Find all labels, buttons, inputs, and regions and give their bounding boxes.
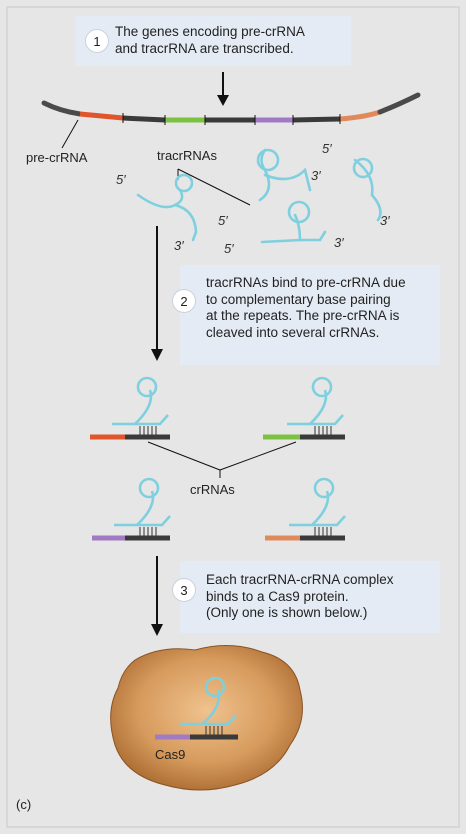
arrow-step1 (217, 72, 229, 106)
step-1-text: The genes encoding pre-crRNA and tracrRN… (115, 24, 305, 56)
pre-crrna-strand (41, 92, 421, 125)
step-2-text: tracrRNAs bind to pre-crRNA due to compl… (206, 275, 406, 340)
pre-crrna-label: pre-crRNA (26, 150, 88, 165)
crrnas-bracket (147, 441, 297, 478)
arrow-step2 (151, 226, 163, 361)
five-prime-label: 5′ (322, 141, 332, 156)
cas9-label: Cas9 (155, 747, 186, 762)
step-2-number: 2 (172, 289, 196, 313)
crrna-complex-purple (92, 477, 171, 541)
five-prime-label: 5′ (224, 241, 234, 256)
three-prime-label: 3′ (334, 235, 344, 250)
step-1-box: 1 The genes encoding pre-crRNA and tracr… (75, 16, 351, 66)
crrna-complex-green (263, 376, 345, 440)
three-prime-label: 3′ (311, 168, 321, 183)
tracrrna-leaders (177, 168, 251, 206)
cas9-protein (110, 644, 303, 791)
arrow-step3 (151, 556, 163, 636)
crrnas-label: crRNAs (190, 482, 235, 497)
step-1-number: 1 (85, 29, 109, 53)
tracrrnas-label: tracrRNAs (157, 148, 217, 163)
crrna-complex-orange (90, 376, 170, 440)
crrna-complex-pale-orange (265, 477, 346, 541)
tracrrna-molecules (136, 148, 382, 244)
five-prime-label: 5′ (116, 172, 126, 187)
step-2-box: 2 tracrRNAs bind to pre-crRNA due to com… (172, 265, 440, 365)
panel-label: (c) (16, 797, 32, 812)
pre-crrna-leader (61, 119, 79, 149)
three-prime-label: 3′ (380, 213, 390, 228)
step-3-text: Each tracrRNA-crRNA complex binds to a C… (206, 572, 394, 620)
step-3-number: 3 (172, 578, 196, 602)
panel-frame (6, 6, 460, 828)
three-prime-label: 3′ (174, 238, 184, 253)
step-3-box: 3 Each tracrRNA-crRNA complex binds to a… (172, 561, 440, 633)
five-prime-label: 5′ (218, 213, 228, 228)
cas9-bound-complex (155, 676, 238, 740)
